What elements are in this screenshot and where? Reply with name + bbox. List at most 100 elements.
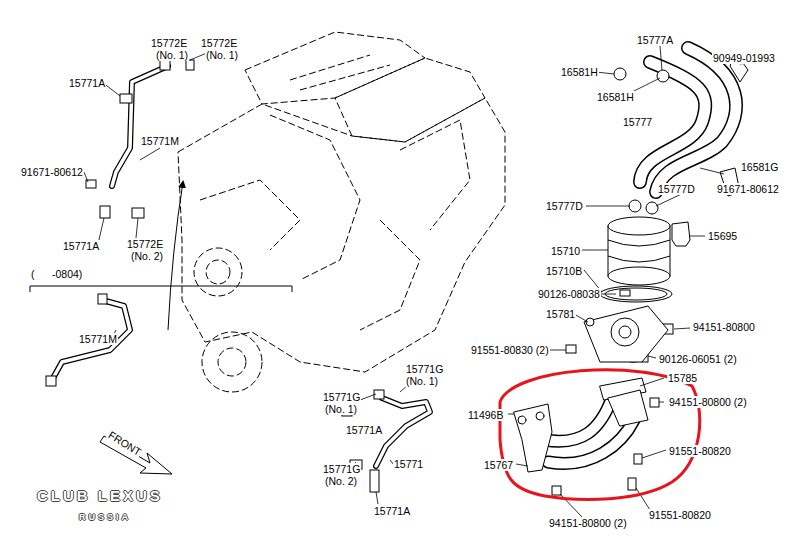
cooler-pipe — [514, 378, 659, 495]
quantity-note: (No. 2) — [324, 475, 358, 487]
part-number: 15695 — [707, 230, 738, 242]
quantity-note: (No. 1) — [155, 49, 189, 61]
bolt-symbols — [100, 206, 110, 218]
oil-pipe — [52, 300, 130, 380]
part-number: 15781 — [545, 308, 576, 320]
oil-pipe — [52, 66, 430, 466]
oil-cooler-housing — [584, 306, 668, 362]
part-number: 91551-80820 — [668, 445, 732, 457]
part-number: 15771M — [140, 135, 180, 147]
part-number: 15771A — [62, 240, 100, 252]
highlight-outline — [500, 370, 700, 500]
part-number: 16581G — [740, 161, 779, 173]
leader-lines — [508, 378, 666, 518]
watermark: RUSSIA — [78, 511, 132, 523]
engine-outline — [200, 180, 300, 250]
part-number: 15772E — [126, 238, 164, 250]
oil-cooler-housing — [619, 326, 631, 338]
oil-filter — [600, 217, 672, 302]
part-number: 15772E — [200, 37, 238, 49]
oil-pipe — [112, 66, 168, 186]
part-number: 91551-80820 — [648, 509, 712, 521]
oil-filter — [608, 217, 670, 235]
part-number: 90126-08038 — [537, 288, 601, 300]
cooler-pipe — [536, 412, 544, 420]
quantity-note: (No. 1) — [405, 375, 439, 387]
leader-lines — [84, 46, 742, 518]
part-number: 90949-01993 — [712, 52, 776, 64]
engine-outline — [178, 32, 505, 392]
engine-outline — [206, 260, 230, 284]
cooler-pipe — [628, 478, 636, 490]
leader-lines — [596, 46, 742, 188]
part-number: 94151-80800 (2) — [548, 517, 628, 529]
part-number: 15785 — [667, 372, 698, 384]
part-number: 15771A — [68, 77, 106, 89]
part-number: 91671-80612 — [716, 183, 780, 195]
part-number: 94151-80800 (2) — [668, 396, 748, 408]
engine-outline — [218, 348, 246, 376]
part-number: 91551-80830 (2) — [470, 344, 550, 356]
part-number: 15710 — [550, 245, 581, 257]
bracket-and-arrows — [30, 182, 292, 474]
bolt-symbols — [160, 60, 170, 70]
bolt-symbols — [98, 294, 107, 304]
clamps-and-fittings — [646, 202, 658, 214]
leader-lines — [548, 294, 690, 358]
cooler-pipe — [608, 390, 648, 426]
highlight-outline — [500, 370, 700, 500]
part-number: 15710B — [545, 265, 583, 277]
hoses — [640, 48, 736, 192]
cooler-pipe — [545, 398, 612, 441]
cooler-pipe — [518, 416, 526, 424]
clamps-and-fittings — [566, 52, 748, 362]
part-number: 94151-80800 — [692, 321, 756, 333]
part-number: 90126-06051 (2) — [658, 353, 738, 365]
part-number: 15771G — [322, 463, 361, 475]
cooler-pipe — [545, 398, 612, 441]
hoses — [656, 48, 736, 192]
oil-pipe — [112, 66, 168, 186]
bracket-and-arrows — [30, 286, 292, 292]
engine-outline — [202, 332, 262, 392]
clamps-and-fittings — [566, 345, 576, 353]
quantity-note: (No. 1) — [205, 49, 239, 61]
quantity-note: (No. 2) — [130, 250, 164, 262]
cooler-pipe — [552, 486, 561, 495]
oil-pipe — [52, 300, 130, 380]
oil-pipe — [376, 398, 430, 466]
part-number: 15771G — [322, 391, 361, 403]
part-number: 15767 — [483, 459, 514, 471]
bolt-symbols — [186, 60, 194, 70]
part-number: 91671-80612 — [20, 166, 84, 178]
engine-outline — [194, 248, 242, 296]
bolt-symbols — [120, 94, 132, 103]
part-number: 15771G — [405, 363, 444, 375]
engine-outline — [290, 55, 390, 90]
cooler-pipe — [634, 454, 642, 464]
date-range: ( -0804) — [30, 268, 83, 280]
engine-outline — [400, 120, 470, 230]
quantity-note: (No. 1) — [324, 403, 358, 415]
cooler-pipe — [514, 404, 552, 472]
part-number: 16581H — [560, 66, 599, 78]
part-number: 15777D — [545, 200, 584, 212]
bolt-symbols — [46, 60, 384, 492]
bolt-symbols — [370, 470, 379, 492]
clamps-and-fittings — [672, 222, 690, 246]
clamps-and-fittings — [614, 68, 626, 80]
engine-outline — [270, 115, 360, 280]
part-number: 16581H — [596, 91, 635, 103]
oil-filter — [608, 267, 670, 285]
part-number: 15777 — [622, 116, 653, 128]
part-number: 15777A — [636, 34, 674, 46]
clamps-and-fittings — [657, 70, 669, 82]
leader-lines — [98, 218, 138, 338]
hoses — [656, 48, 736, 192]
engine-outline — [335, 58, 485, 142]
engine-outline — [178, 98, 505, 372]
part-number: 15772E — [150, 37, 188, 49]
bolt-symbols — [132, 208, 144, 218]
part-number: 11496B — [467, 409, 504, 421]
